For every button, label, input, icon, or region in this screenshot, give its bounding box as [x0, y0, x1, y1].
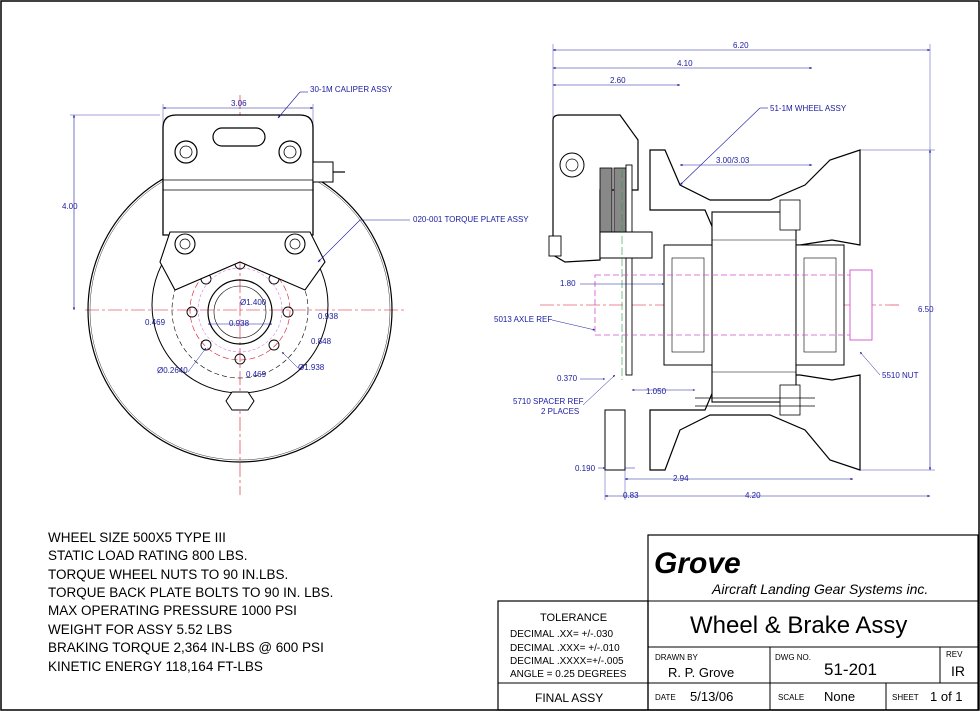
rev-label: REV — [946, 650, 963, 659]
sheet-value: 1 of 1 — [930, 689, 963, 704]
dwg-no-label: DWG NO. — [775, 653, 811, 662]
dim-left: 0.469 — [145, 318, 166, 327]
dim-1050: 1.050 — [646, 387, 667, 396]
bleeder-fitting — [312, 161, 334, 183]
tolerance-line: DECIMAL .XXX= +/-.010 — [510, 643, 620, 654]
note-line: TORQUE WHEEL NUTS TO 90 IN.LBS. — [48, 567, 288, 582]
drawn-by-value: R. P. Grove — [668, 665, 734, 680]
company-logo: Grove — [654, 547, 741, 580]
dim-410: 4.10 — [677, 59, 693, 68]
tolerance-line: DECIMAL .XX= +/-.030 — [510, 629, 613, 640]
dim-294: 2.94 — [673, 474, 689, 483]
note-line: BRAKING TORQUE 2,364 IN-LBS @ 600 PSI — [48, 640, 324, 655]
spacer-label-2: 2 PLACES — [541, 407, 579, 416]
caliper-label: 30-1M CALIPER ASSY — [310, 85, 393, 94]
caliper-body — [162, 114, 314, 236]
axle-label: 5013 AXLE REF — [494, 315, 552, 324]
bearing-outboard — [795, 244, 845, 366]
title-block: Grove Aircraft Landing Gear Systems inc.… — [497, 534, 979, 711]
drawing-title: Wheel & Brake Assy — [690, 612, 907, 639]
tolerance-line: ANGLE = 0.25 DEGREES — [510, 669, 627, 680]
dim-180: 1.80 — [560, 279, 576, 288]
dim-083: 0.83 — [623, 491, 639, 500]
side-view: 6.20 4.10 2.60 3.00/3.03 51-1M WHEEL ASS… — [494, 41, 935, 500]
rev-value: IR — [951, 663, 965, 679]
front-view: 3.06 4.00 30-1M CALIPER ASSY 020-001 TOR… — [62, 85, 529, 495]
date-label: DATE — [655, 693, 676, 702]
torque-plate — [159, 231, 326, 291]
note-line: KINETIC ENERGY 118,164 FT-LBS — [48, 659, 263, 674]
dim-650: 6.50 — [918, 305, 934, 314]
final-assy: FINAL ASSY — [535, 691, 603, 705]
drawn-by-label: DRAWN BY — [655, 653, 698, 662]
nut-label: 5510 NUT — [882, 371, 919, 380]
rotor-disc — [625, 164, 633, 376]
dim-420: 4.20 — [745, 491, 761, 500]
dim-370: 0.370 — [557, 374, 578, 383]
dwg-no-value: 51-201 — [824, 660, 877, 679]
note-line: MAX OPERATING PRESSURE 1000 PSI — [48, 603, 297, 618]
dim-bore: Ø1.400 — [240, 298, 267, 307]
dim-300: 3.00/3.03 — [716, 156, 750, 165]
center-bore — [207, 279, 273, 345]
wheel-label: 51-1M WHEEL ASSY — [770, 104, 847, 113]
company-subtitle: Aircraft Landing Gear Systems inc. — [711, 581, 928, 597]
sheet-label: SHEET — [892, 693, 919, 702]
torque-plate-label: 020-001 TORQUE PLATE ASSY — [413, 215, 529, 224]
scale-value: None — [824, 689, 855, 704]
dim-height: 4.00 — [62, 202, 78, 211]
wheel-hub — [711, 211, 797, 403]
dim-848: 0.848 — [311, 337, 332, 346]
date-value: 5/13/06 — [690, 689, 733, 704]
dim-width: 3.06 — [231, 99, 247, 108]
dim-bottom: 0.469 — [246, 370, 267, 379]
note-line: WHEEL SIZE 500X5 TYPE III — [48, 530, 226, 545]
bearing-inboard — [663, 244, 713, 366]
dim-260: 2.60 — [610, 76, 626, 85]
nut — [849, 269, 873, 341]
dim-bolt-pitch: 0.938 — [229, 319, 250, 328]
dim-circle: Ø1.938 — [298, 363, 325, 372]
spacer-label-1: 5710 SPACER REF — [513, 397, 584, 406]
dim-overall: 6.20 — [733, 41, 749, 50]
tolerance-header: TOLERANCE — [540, 612, 607, 624]
note-line: TORQUE BACK PLATE BOLTS TO 90 IN. LBS. — [48, 585, 333, 600]
dim-hole: Ø0.2640 — [157, 366, 188, 375]
note-line: STATIC LOAD RATING 800 LBS. — [48, 548, 248, 563]
rotor-bolt — [225, 391, 255, 411]
caliper-section — [552, 114, 639, 263]
scale-label: SCALE — [778, 693, 804, 702]
general-notes: WHEEL SIZE 500X5 TYPE III STATIC LOAD RA… — [48, 530, 333, 674]
dim-right-938: 0.938 — [318, 312, 339, 321]
tolerance-line: DECIMAL .XXXX=+/-.005 — [510, 656, 624, 667]
note-line: WEIGHT FOR ASSY 5.52 LBS — [48, 622, 232, 637]
dim-190: 0.190 — [575, 464, 596, 473]
